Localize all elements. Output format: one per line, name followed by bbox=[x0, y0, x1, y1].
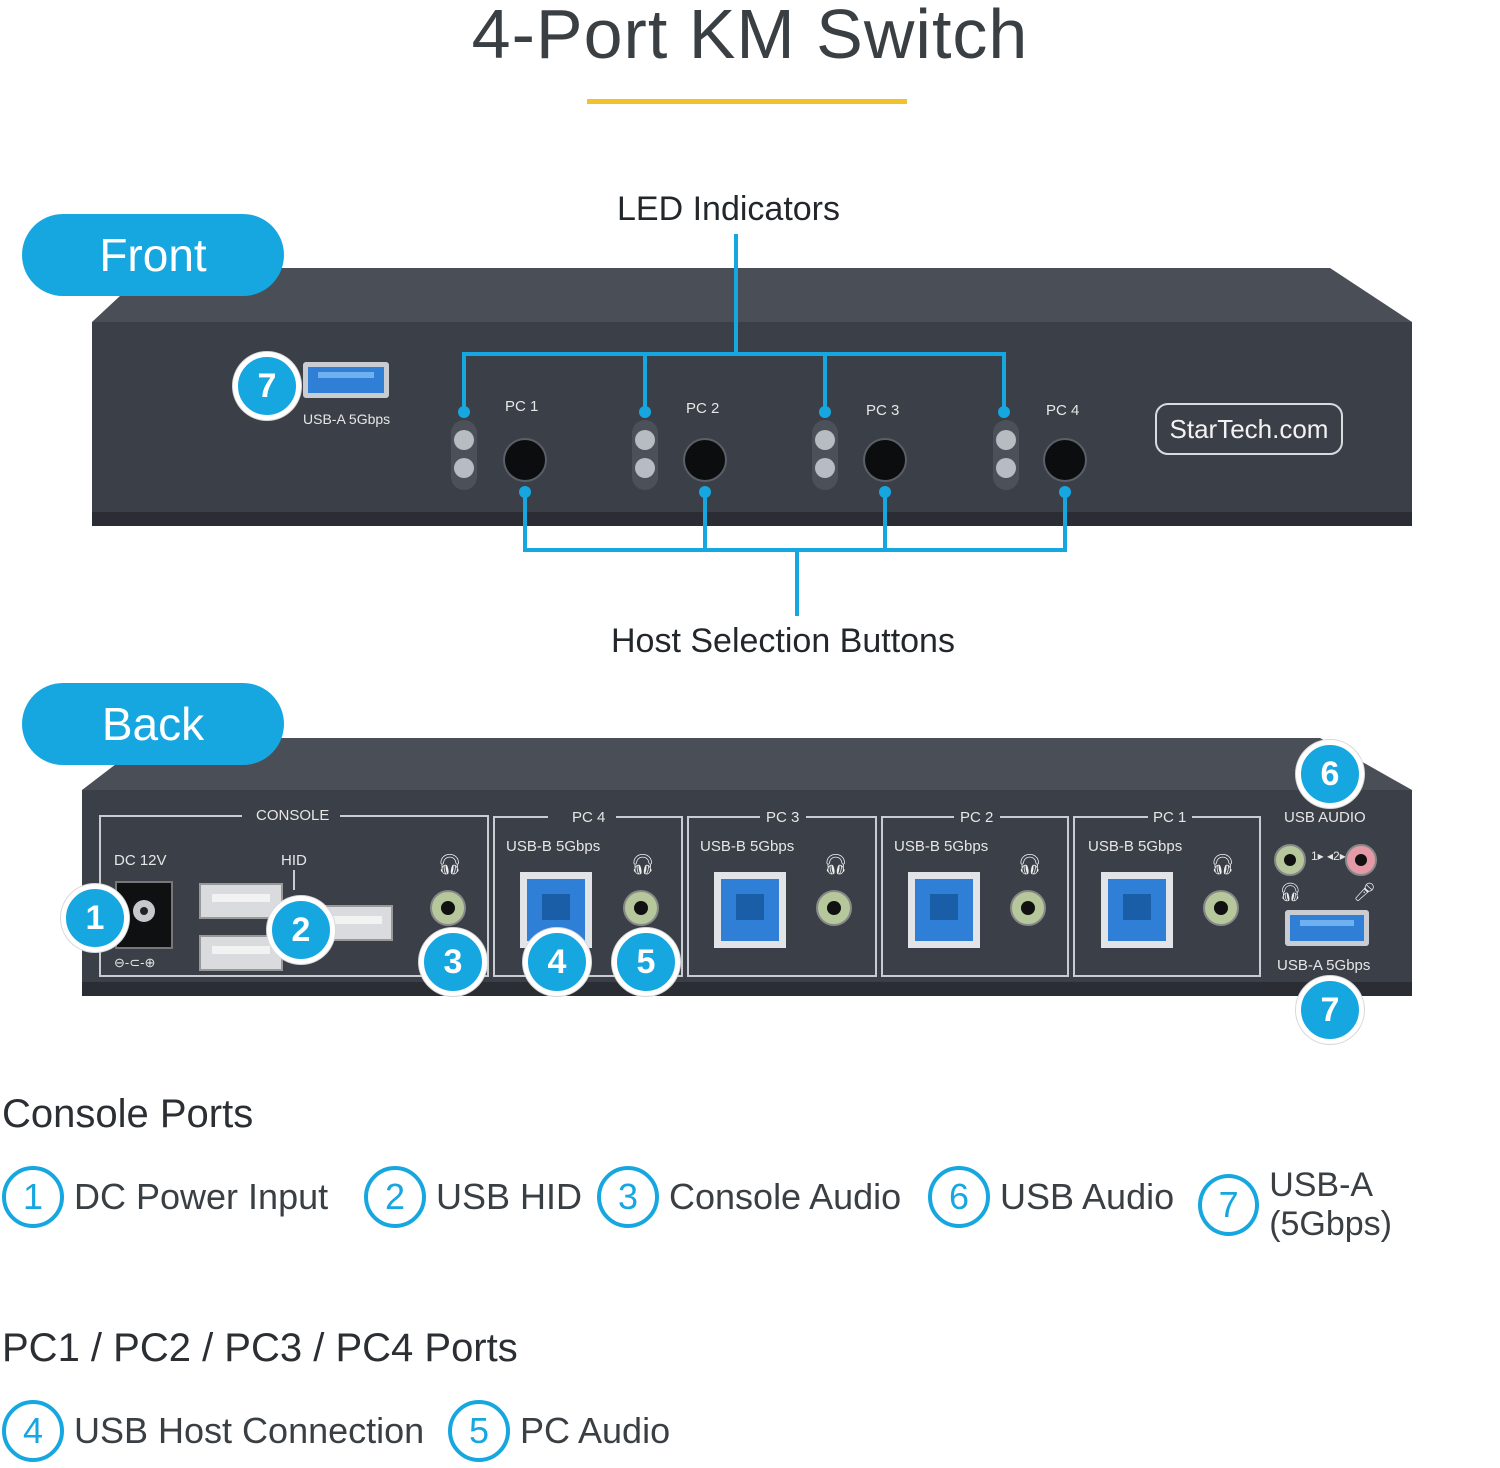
led bbox=[454, 458, 474, 478]
led-indicators-label: LED Indicators bbox=[617, 190, 840, 228]
badge-4: 4 bbox=[523, 928, 591, 996]
usb-b-label-pc1: USB-B 5Gbps bbox=[1088, 838, 1183, 855]
back-usb-a-port bbox=[1285, 910, 1369, 946]
front-pc2-label: PC 2 bbox=[686, 400, 720, 417]
title-underline bbox=[587, 99, 907, 104]
legend-item-pc-audio: 5 PC Audio bbox=[448, 1400, 670, 1462]
led bbox=[635, 430, 655, 450]
legend-number: 2 bbox=[364, 1166, 426, 1228]
legend-item-usb-host: 4 USB Host Connection bbox=[2, 1400, 424, 1462]
front-led-group-4 bbox=[993, 420, 1087, 490]
back-tab: Back bbox=[22, 683, 284, 765]
front-pc4-label: PC 4 bbox=[1046, 402, 1080, 419]
back-chassis-top bbox=[82, 738, 1412, 790]
front-led-group-2 bbox=[632, 420, 727, 490]
brand-logo: StarTech.com bbox=[1169, 414, 1329, 444]
badge-3: 3 bbox=[419, 928, 487, 996]
legend-text: USB HID bbox=[436, 1176, 583, 1217]
legend-number: 1 bbox=[2, 1166, 64, 1228]
legend-number: 4 bbox=[2, 1400, 64, 1462]
headphone-icon: 🎧︎ bbox=[630, 854, 656, 876]
led bbox=[454, 430, 474, 450]
front-pc3-label: PC 3 bbox=[866, 402, 900, 419]
legend-text: USB Audio bbox=[1000, 1176, 1175, 1217]
legend-text: DC Power Input bbox=[74, 1176, 329, 1217]
back-pc3-label: PC 3 bbox=[766, 809, 800, 826]
audio-jacks bbox=[430, 890, 1239, 926]
headphone-icon: 🎧︎ bbox=[1017, 854, 1043, 876]
back-usb-a-label: USB-A 5Gbps bbox=[1277, 957, 1371, 974]
legend-text: Console Audio bbox=[669, 1176, 902, 1217]
front-usb-a-label: USB-A 5Gbps bbox=[303, 411, 391, 427]
button-callout-lines bbox=[523, 492, 1067, 616]
pc-ports-heading: PC1 / PC2 / PC3 / PC4 Ports bbox=[2, 1326, 518, 1370]
headphone-icon: 🎧︎ bbox=[823, 854, 849, 876]
led-callout-lines bbox=[462, 234, 1006, 412]
back-pc1-label: PC 1 bbox=[1153, 809, 1187, 826]
legend-number: 7 bbox=[1198, 1174, 1260, 1236]
usb-b-ports bbox=[520, 872, 1173, 948]
legend-item-usb-hid: 2 USB HID bbox=[364, 1166, 582, 1228]
back-pc4-label: PC 4 bbox=[572, 809, 606, 826]
page-title: 4-Port KM Switch bbox=[471, 0, 1029, 73]
legend-text: USB Host Connection bbox=[74, 1410, 425, 1451]
host-button-pc4 bbox=[1043, 438, 1087, 482]
badge-7-front: 7 bbox=[233, 352, 301, 420]
usb-b-label-pc4: USB-B 5Gbps bbox=[506, 838, 601, 855]
front-led-group-1 bbox=[451, 420, 547, 490]
host-button-pc1 bbox=[503, 438, 547, 482]
hid-label: HID bbox=[281, 852, 307, 869]
led bbox=[996, 458, 1016, 478]
led bbox=[996, 430, 1016, 450]
host-selection-buttons-label: Host Selection Buttons bbox=[611, 622, 955, 660]
front-panel-graphic bbox=[92, 234, 1412, 616]
usb-audio-label: USB AUDIO bbox=[1284, 809, 1366, 826]
legend-item-dc-power: 1 DC Power Input bbox=[2, 1166, 328, 1228]
front-led-group-3 bbox=[812, 420, 907, 490]
usb-b-label-pc2: USB-B 5Gbps bbox=[894, 838, 989, 855]
audio-switch-marks: 1▸ ◂2▸ bbox=[1311, 849, 1346, 863]
host-button-pc3 bbox=[863, 438, 907, 482]
dc-polarity-symbol: ⊖-⊂-⊕ bbox=[114, 955, 156, 970]
microphone-icon: 🎤︎ bbox=[1353, 882, 1376, 902]
headphone-icon: 🎧︎ bbox=[1279, 882, 1302, 902]
headphone-icon: 🎧︎ bbox=[437, 854, 463, 876]
badge-2: 2 bbox=[267, 896, 335, 964]
led bbox=[815, 430, 835, 450]
legend-number: 5 bbox=[448, 1400, 510, 1462]
legend-item-usb-audio: 6 USB Audio bbox=[928, 1166, 1174, 1228]
legend-text: USB-A (5Gbps) bbox=[1269, 1166, 1393, 1243]
console-section-outline bbox=[99, 815, 489, 977]
led bbox=[815, 458, 835, 478]
dc-12v-label: DC 12V bbox=[114, 852, 167, 869]
console-ports-heading: Console Ports bbox=[2, 1092, 254, 1136]
badge-1: 1 bbox=[61, 884, 129, 952]
front-chassis-bottom bbox=[92, 512, 1412, 526]
led bbox=[635, 458, 655, 478]
badge-5: 5 bbox=[612, 928, 680, 996]
usb-b-label-pc3: USB-B 5Gbps bbox=[700, 838, 795, 855]
brand-box bbox=[1155, 403, 1343, 455]
front-pc1-label: PC 1 bbox=[505, 398, 539, 415]
console-label: CONSOLE bbox=[256, 807, 330, 824]
badge-6: 6 bbox=[1296, 740, 1364, 808]
front-chassis-top bbox=[92, 268, 1412, 322]
front-tab: Front bbox=[22, 214, 284, 296]
legend-number: 3 bbox=[597, 1166, 659, 1228]
legend-item-usb-a: 7 USB-A (5Gbps) bbox=[1198, 1166, 1500, 1244]
badge-7-back: 7 bbox=[1296, 976, 1364, 1044]
back-pc2-label: PC 2 bbox=[960, 809, 994, 826]
back-panel-graphic bbox=[82, 738, 1412, 996]
legend-item-console-audio: 3 Console Audio bbox=[597, 1166, 901, 1228]
legend-text: PC Audio bbox=[520, 1410, 671, 1451]
legend-number: 6 bbox=[928, 1166, 990, 1228]
host-button-pc2 bbox=[683, 438, 727, 482]
front-usb-a-port bbox=[303, 362, 389, 398]
headphone-icon: 🎧︎ bbox=[1210, 854, 1236, 876]
